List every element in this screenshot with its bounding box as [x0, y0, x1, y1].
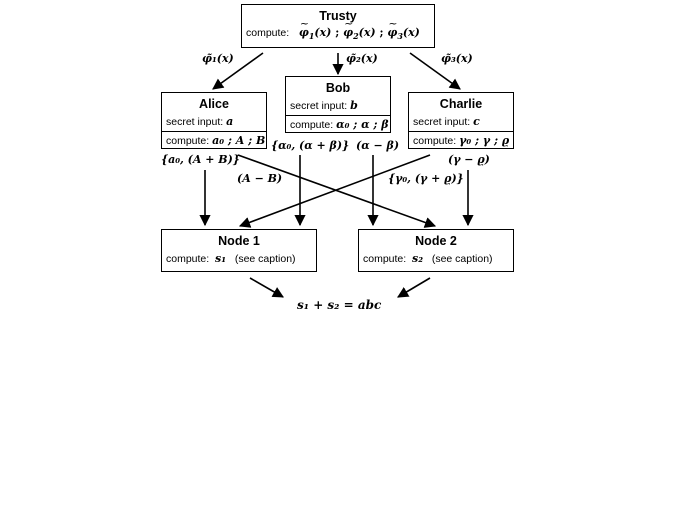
charlie-compute-label: compute: — [413, 135, 457, 147]
charlie-divider — [409, 131, 513, 132]
node1-compute-value: s₁ — [215, 252, 227, 265]
alice-title: Alice — [199, 97, 229, 111]
charlie-secret-value: c — [473, 115, 480, 128]
trusty-compute-value: φ1(x) ; φ2(x) ; φ3(x) — [295, 17, 420, 41]
arrow-trusty-charlie — [409, 52, 461, 90]
edge-label-bob-node1: {α₀, (α + β)} — [271, 139, 350, 152]
trusty-compute: compute: φ1(x) ; φ2(x) ; φ3(x) — [242, 17, 434, 41]
node2-compute-label: compute: — [363, 253, 407, 265]
bob-divider — [286, 115, 390, 116]
alice-box: Alice secret input: a compute: a₀ ; A ; … — [161, 92, 267, 149]
edge-label-phi3: φ̃₃(x) — [441, 52, 473, 65]
charlie-compute-value: γ₀ ; γ ; ϱ — [459, 134, 510, 147]
alice-compute-label: compute: — [166, 135, 210, 147]
edge-label-phi2: φ̃₂(x) — [346, 52, 378, 65]
edge-label-phi1: φ̃₁(x) — [202, 52, 234, 65]
trusty-compute-label: compute: — [246, 27, 290, 39]
alice-compute-value: a₀ ; A ; B — [212, 134, 266, 147]
node1-compute-label: compute: — [166, 253, 210, 265]
charlie-secret-label: secret input: — [413, 116, 471, 128]
node2-compute-value: s₂ — [412, 252, 424, 265]
bob-secret: secret input: b — [286, 99, 390, 112]
charlie-compute: compute: γ₀ ; γ ; ϱ — [409, 134, 513, 147]
charlie-title: Charlie — [439, 97, 483, 111]
bob-compute-value: α₀ ; α ; β — [336, 118, 389, 131]
arrow-trusty-alice — [212, 52, 264, 90]
edge-label-alice-node1: {a₀, (A + B)} — [161, 153, 240, 166]
bob-compute: compute: α₀ ; α ; β — [286, 118, 390, 131]
node2-note: (see caption) — [431, 253, 493, 265]
charlie-box: Charlie secret input: c compute: γ₀ ; γ … — [408, 92, 514, 149]
arrow-charlie-node1 — [238, 154, 431, 228]
node2-box: Node 2 compute: s₂ (see caption) — [358, 229, 514, 272]
node1-compute: compute: s₁ (see caption) — [162, 252, 316, 265]
bob-secret-value: b — [350, 99, 358, 112]
node1-title: Node 1 — [218, 234, 260, 248]
trusty-box: Trusty compute: φ1(x) ; φ2(x) ; φ3(x) — [241, 4, 435, 48]
node2-compute: compute: s₂ (see caption) — [359, 252, 513, 265]
edge-label-charlie-node2: {γ₀, (γ + ϱ)} — [388, 172, 464, 185]
arrow-node2-result — [397, 277, 431, 298]
alice-divider — [162, 131, 266, 132]
alice-secret-label: secret input: — [166, 116, 224, 128]
trusty-title: Trusty — [319, 9, 357, 23]
bob-title: Bob — [325, 81, 351, 95]
alice-compute: compute: a₀ ; A ; B — [162, 134, 266, 147]
edge-label-charlie-node1: (γ − ϱ) — [448, 153, 490, 166]
alice-secret: secret input: a — [162, 115, 266, 128]
bob-secret-label: secret input: — [290, 100, 348, 112]
bob-compute-label: compute: — [290, 119, 334, 131]
result-equation: s₁ + s₂ = abc — [297, 298, 382, 312]
edge-label-alice-node2: (A − B) — [237, 172, 283, 185]
charlie-secret: secret input: c — [409, 115, 513, 128]
node2-title: Node 2 — [415, 234, 457, 248]
bob-box: Bob secret input: b compute: α₀ ; α ; β — [285, 76, 391, 133]
node1-note: (see caption) — [234, 253, 296, 265]
alice-secret-value: a — [226, 115, 234, 128]
arrow-node1-result — [249, 277, 284, 298]
node1-box: Node 1 compute: s₁ (see caption) — [161, 229, 317, 272]
edge-label-bob-node2: (α − β) — [356, 139, 400, 152]
